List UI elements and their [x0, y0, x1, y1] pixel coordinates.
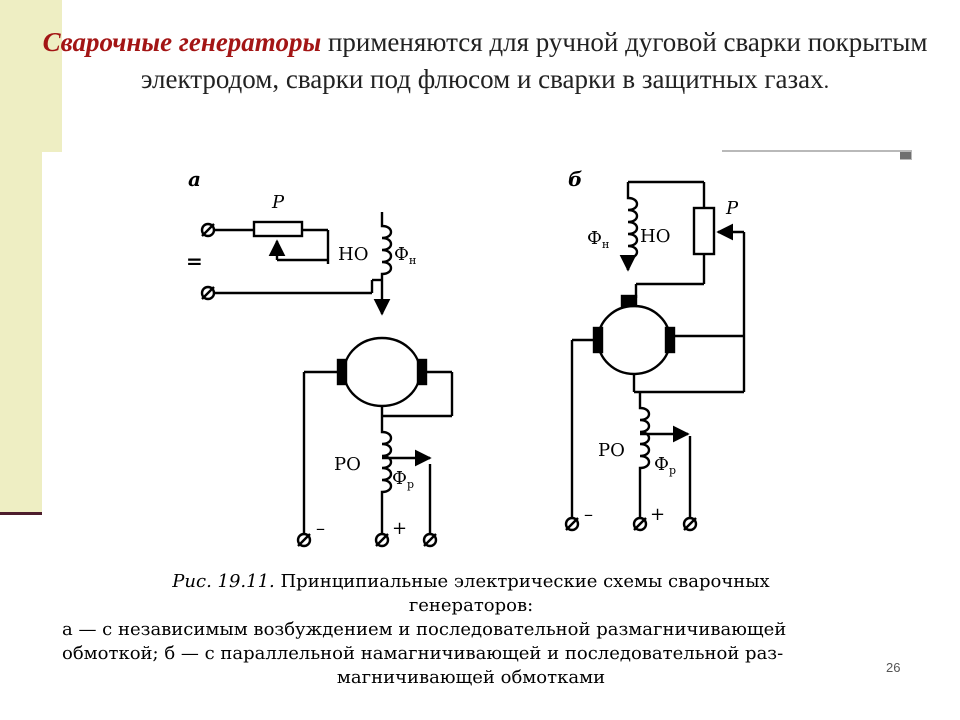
scheme-b	[564, 180, 746, 532]
flux-n-b-label: Фн	[587, 228, 609, 251]
flux-n-a-sub: н	[409, 254, 416, 267]
output-terminal-plus-a	[374, 532, 390, 548]
flux-p-a-label: Фр	[392, 468, 414, 491]
output-terminal-minus-b	[564, 516, 580, 532]
caption-line-2: генераторов:	[408, 595, 534, 616]
rheostat-b-label: Р	[725, 198, 739, 219]
flux-n-b-sub: н	[602, 238, 609, 251]
flux-p-a-symbol: Ф	[392, 468, 407, 489]
input-terminal-bottom	[200, 285, 216, 301]
circuit-diagram: а Р = НО Фн РО Фр – +	[186, 167, 746, 548]
scheme-b-label: б	[568, 167, 582, 191]
brush-b-right	[664, 326, 676, 354]
brush-a-left	[336, 358, 348, 386]
winding-ro-b-label: РО	[598, 440, 625, 461]
flux-p-b-label: Фр	[654, 454, 676, 477]
flux-p-a-sub: р	[407, 478, 414, 491]
winding-no-b	[626, 182, 639, 270]
top-right-decor-block	[895, 152, 911, 159]
flux-n-a-symbol: Ф	[394, 244, 409, 265]
flux-n-b-symbol: Ф	[587, 228, 602, 249]
caption-line-5: магничивающей обмотками	[336, 667, 606, 688]
flux-p-b-symbol: Ф	[654, 454, 669, 475]
minus-a-label: –	[316, 518, 325, 539]
winding-no-a-label: НО	[338, 244, 368, 265]
caption-line-1: Рис. 19.11. Принципиальные электрические…	[42, 570, 900, 594]
winding-ro-a	[380, 416, 393, 534]
rheostat-b	[692, 206, 716, 256]
rheostat-a	[252, 220, 304, 238]
winding-no-a	[380, 212, 393, 286]
plus-a-label: +	[392, 518, 407, 539]
generator-a	[342, 336, 422, 408]
dc-symbol: =	[186, 249, 203, 273]
plus-b-label: +	[650, 504, 665, 525]
slide-title-accent: Сварочные генераторы	[42, 27, 322, 57]
brush-b-top	[620, 294, 638, 308]
generator-b	[596, 304, 672, 376]
winding-ro-b	[638, 392, 651, 518]
caption-line-1-text: Принципиальные электрические схемы сваро…	[274, 571, 770, 592]
brush-b-left	[592, 326, 604, 354]
minus-b-label: –	[584, 504, 593, 525]
scheme-a	[200, 212, 454, 548]
caption-line-3: а — с независимым возбуждением и последо…	[62, 619, 787, 640]
caption-fig-number: Рис. 19.11.	[172, 571, 275, 592]
figure-caption: Рис. 19.11. Принципиальные электрические…	[42, 570, 900, 690]
output-terminal-right-b	[682, 516, 698, 532]
slide-title-end: .	[823, 68, 830, 93]
winding-ro-a-label: РО	[334, 454, 361, 475]
flux-n-a-label: Фн	[394, 244, 416, 267]
brush-a-right	[416, 358, 428, 386]
output-terminal-right-a	[422, 532, 438, 548]
rheostat-a-label: Р	[271, 192, 285, 213]
flux-p-b-sub: р	[669, 464, 676, 477]
slide-title-rest: применяются для ручной дуговой сварки по…	[140, 27, 928, 94]
scheme-a-label: а	[188, 167, 201, 191]
caption-line-4: обмоткой; б — с параллельной намагничива…	[62, 643, 784, 664]
slide-title: Сварочные генераторы применяются для руч…	[30, 24, 940, 99]
winding-no-b-label: НО	[640, 226, 670, 247]
slide-number: 26	[886, 660, 901, 675]
output-terminal-plus-b	[632, 516, 648, 532]
figure-panel: а Р = НО Фн РО Фр – +	[42, 152, 900, 710]
input-terminal-top	[200, 222, 216, 238]
output-terminal-minus-a	[296, 532, 312, 548]
left-decor-line	[0, 512, 62, 515]
